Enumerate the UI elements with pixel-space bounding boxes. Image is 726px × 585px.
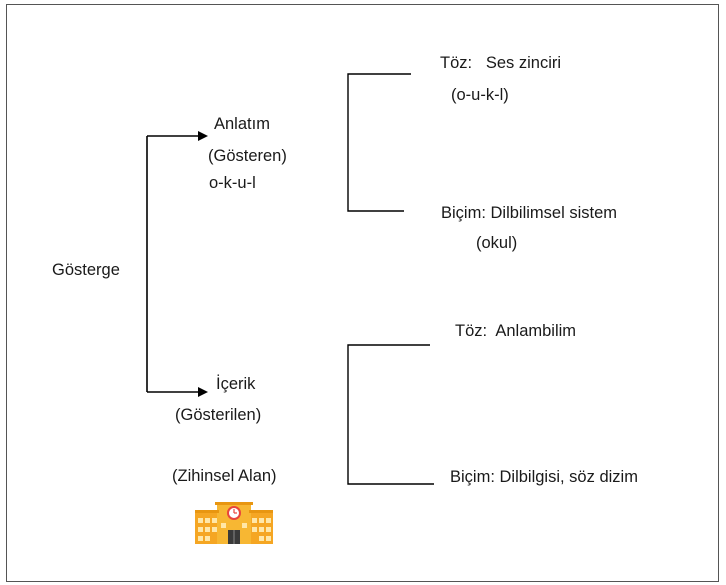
- anlatim-bracket: [347, 73, 411, 212]
- anlatim-example: o-k-u-l: [209, 174, 256, 192]
- icerik-title: İçerik: [216, 375, 256, 393]
- diagram-frame: [6, 4, 719, 582]
- icerik-subtitle: (Gösterilen): [175, 406, 262, 424]
- anlatim-bicim-example: (okul): [476, 234, 518, 252]
- anlatim-toz-example: (o-u-k-l): [451, 86, 509, 104]
- anlatim-subtitle: (Gösteren): [208, 147, 287, 165]
- icerik-toz-label: Töz: Anlambilim: [455, 322, 577, 340]
- anlatim-bicim-label: Biçim: Dilbilimsel sistem: [441, 204, 618, 222]
- anlatim-title: Anlatım: [214, 115, 270, 133]
- icerik-bicim-label: Biçim: Dilbilgisi, söz dizim: [450, 468, 638, 486]
- root-label: Gösterge: [52, 261, 120, 279]
- school-building-icon: [195, 496, 273, 549]
- icerik-bracket: [347, 344, 434, 485]
- anlatim-toz-label: Töz: Ses zinciri: [440, 54, 562, 72]
- icerik-note: (Zihinsel Alan): [172, 467, 277, 485]
